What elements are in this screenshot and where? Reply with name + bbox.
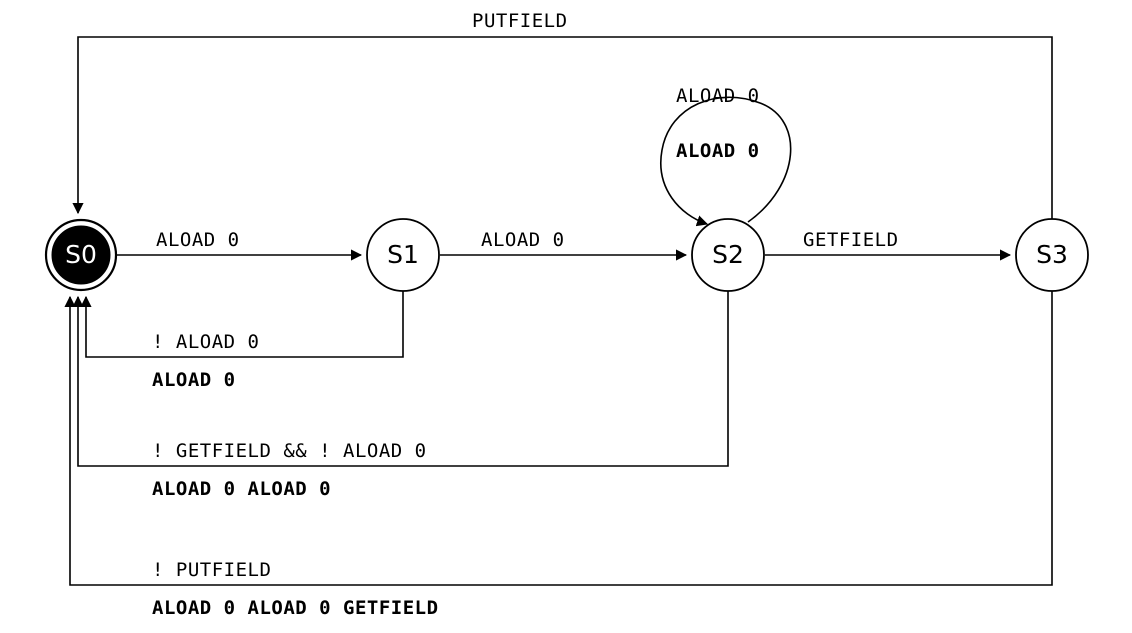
edge-path-s1-s0 (80, 291, 404, 358)
state-node-s2[interactable]: S2 (691, 218, 765, 292)
transition-s1-s0-not-aload: ! ALOAD 0 ALOAD 0 (80, 291, 404, 391)
transition-s3-s0-not-putfield: ! PUTFIELD ALOAD 0 ALOAD 0 GETFIELD (64, 291, 1053, 619)
edge-path-s3-s0-bottom (64, 291, 1053, 586)
edge-label-s1-s0-condition: ! ALOAD 0 (152, 331, 259, 353)
edge-path-s2-self-loop (660, 96, 792, 227)
edge-path-s2-s0 (72, 291, 729, 467)
edge-label-s3-s0-action: ALOAD 0 ALOAD 0 GETFIELD (152, 597, 439, 619)
edge-label-putfield-condition: PUTFIELD (472, 10, 568, 32)
edge-label-s2-loop-condition: ALOAD 0 (676, 85, 760, 107)
state-s2-label: S2 (712, 240, 744, 269)
state-s2-circle (691, 218, 765, 292)
state-node-s0[interactable]: S0 (44, 218, 118, 292)
state-s3-label: S3 (1036, 240, 1068, 269)
state-s1-label: S1 (387, 240, 419, 269)
edge-path-putfield (72, 36, 1053, 220)
edge-label-s0-s1-condition: ALOAD 0 (156, 229, 240, 251)
state-s0-inner-fill (51, 225, 111, 285)
state-s0-label: S0 (65, 240, 97, 269)
state-s1-circle (366, 218, 440, 292)
state-node-s3[interactable]: S3 (1015, 218, 1089, 292)
edge-label-s1-s0-action: ALOAD 0 (152, 369, 236, 391)
edge-label-s2-s0-action: ALOAD 0 ALOAD 0 (152, 478, 331, 500)
state-node-s1[interactable]: S1 (366, 218, 440, 292)
edge-label-s2-loop-action: ALOAD 0 (676, 140, 760, 162)
transition-s2-s3-getfield: GETFIELD (765, 229, 1012, 261)
edge-label-s1-s2-condition: ALOAD 0 (481, 229, 565, 251)
edge-label-s3-s0-condition: ! PUTFIELD (152, 559, 271, 581)
transition-s1-s2-aload: ALOAD 0 (440, 229, 688, 261)
edge-label-s2-s0-condition: ! GETFIELD && ! ALOAD 0 (152, 440, 427, 462)
transition-s3-s0-putfield: PUTFIELD (72, 10, 1053, 220)
transition-s2-self-loop: ALOAD 0 ALOAD 0 (660, 85, 792, 227)
edge-label-s2-s3-condition: GETFIELD (803, 229, 899, 251)
transition-s0-s1-aload: ALOAD 0 (117, 229, 363, 261)
transition-s2-s0-not-getfield: ! GETFIELD && ! ALOAD 0 ALOAD 0 ALOAD 0 (72, 291, 729, 500)
state-s3-circle (1015, 218, 1089, 292)
